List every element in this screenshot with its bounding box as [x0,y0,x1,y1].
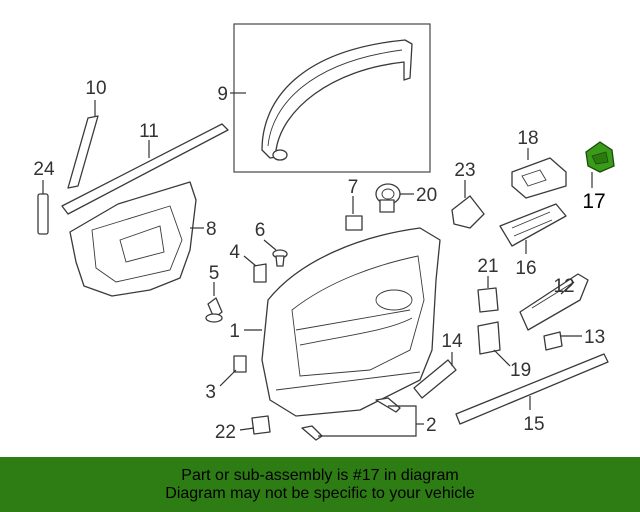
callout-24: 24 [33,159,55,180]
parts-diagram: 9 10 11 24 8 7 20 6 4 5 1 3 2 22 14 15 1… [33,23,615,443]
callout-6: 6 [255,220,266,241]
callout-20: 20 [416,185,437,206]
part-22-plug [251,415,271,435]
callout-8: 8 [206,219,217,240]
part-15-sill-strip [455,353,609,425]
part-6-push-pin [272,249,288,267]
callout-7: 7 [348,177,359,198]
part-23-cover [451,195,485,229]
part-11-belt-molding [61,123,229,215]
callout-2: 2 [426,415,437,436]
callout-23: 23 [454,160,475,181]
part-13-cap [543,331,563,351]
callout-13: 13 [584,327,605,348]
callout-17-highlighted: 17 [582,190,605,213]
callout-15: 15 [523,414,544,435]
callout-9: 9 [217,84,228,105]
callout-3: 3 [205,382,216,403]
callout-4: 4 [229,242,240,263]
callout-22: 22 [215,422,236,443]
banner-line-2: Diagram may not be specific to your vehi… [165,484,475,502]
callout-21: 21 [477,256,498,277]
part-3-clip [233,355,247,373]
callout-19: 19 [510,360,531,381]
part-8-inner-panel [69,181,197,297]
part-21-switch [477,287,499,313]
callout-10: 10 [85,78,106,99]
part-14-pad [413,359,457,399]
part-17-switch-highlighted [585,141,615,173]
part-7-clip [345,215,363,231]
part-5-fastener [205,297,223,323]
part-18-switch [511,157,567,199]
callout-11: 11 [139,121,159,142]
part-4-clip [253,263,267,283]
callout-18: 18 [517,128,538,149]
callout-16: 16 [515,258,536,279]
callout-5: 5 [209,263,220,284]
part-16-switch-panel [499,203,567,247]
part-20-speaker [375,183,401,213]
part-10-pillar-trim [67,115,99,189]
info-banner: Part or sub-assembly is #17 in diagram D… [0,457,640,512]
part-24-strip [37,193,49,235]
part-9-inset-box [233,23,431,173]
leader-lines [42,92,593,437]
part-19-switch [477,321,501,355]
callout-12: 12 [553,276,574,297]
part-12-armrest-switch-bezel [519,273,589,331]
callout-labels: 9 10 11 24 8 7 20 6 4 5 1 3 2 22 14 15 1… [33,78,605,443]
part-1-door-trim-panel [261,227,441,417]
callout-1: 1 [229,321,240,342]
banner-line-1: Part or sub-assembly is #17 in diagram [181,466,459,484]
callout-14: 14 [441,331,463,352]
